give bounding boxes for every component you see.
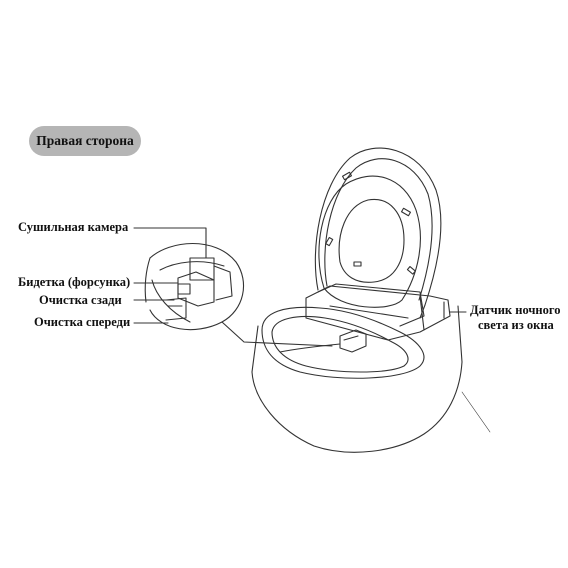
side-label-text: Правая сторона [36,133,134,148]
nozzle-bowl [339,329,367,353]
callout-rear-cleaning: Очистка сзади [39,293,122,307]
detail-inset-arc [144,257,151,303]
bumper-4 [353,261,362,267]
leader-drying-chamber [133,227,207,259]
drying-chamber-shape [189,257,215,281]
bowl-inner [271,315,409,373]
bowl-body [251,305,463,453]
callout-drying-chamber: Сушильная камера [18,220,129,234]
seat-lid-inner-rim [324,158,433,301]
seat-lid-outline [314,147,442,319]
nozzle-rear-shape [177,283,191,295]
detail-inset-circle [149,243,245,331]
bumper-5 [406,265,416,275]
bumper-2 [400,207,412,217]
callout-bidet-nozzle: Бидетка (форсунка) [18,275,131,289]
zoom-pointer-line [221,321,333,347]
rear-housing [305,285,451,341]
seat-ring-outline [318,175,421,308]
bumper-3 [325,236,334,247]
callout-front-cleaning: Очистка спереди [34,315,131,329]
seat-ring-hole [338,198,405,283]
callout-night-sensor-line2: света из окна [478,318,554,332]
callout-night-sensor-line1: Датчик ночного [470,303,561,317]
bowl-rim [261,306,425,379]
bumper-1 [341,171,353,181]
side-label-pill: Правая сторона [29,126,141,156]
